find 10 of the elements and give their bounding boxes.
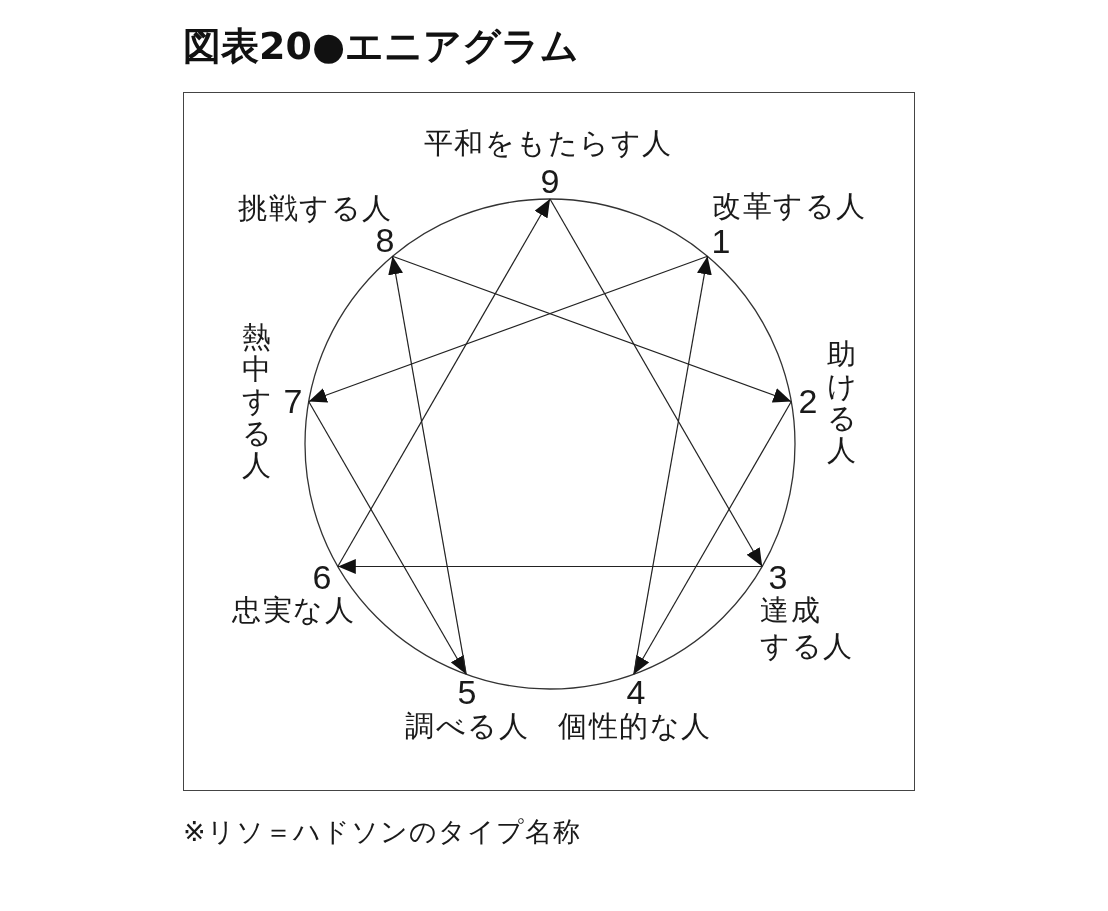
- type-number: 9: [540, 164, 560, 198]
- type-name: 個性的な人: [558, 707, 712, 745]
- type-name: 熱中する人: [241, 322, 271, 482]
- figure-caption: ※リソ＝ハドソンのタイプ名称: [183, 815, 581, 849]
- figure-title: 図表20●エニアグラム: [183, 26, 580, 68]
- type-number: 2: [798, 384, 818, 418]
- type-name: 助ける人: [826, 339, 856, 467]
- type-name: 平和をもたらす人: [423, 124, 673, 162]
- type-name: 調べる人: [405, 707, 529, 745]
- type-number: 7: [283, 384, 303, 418]
